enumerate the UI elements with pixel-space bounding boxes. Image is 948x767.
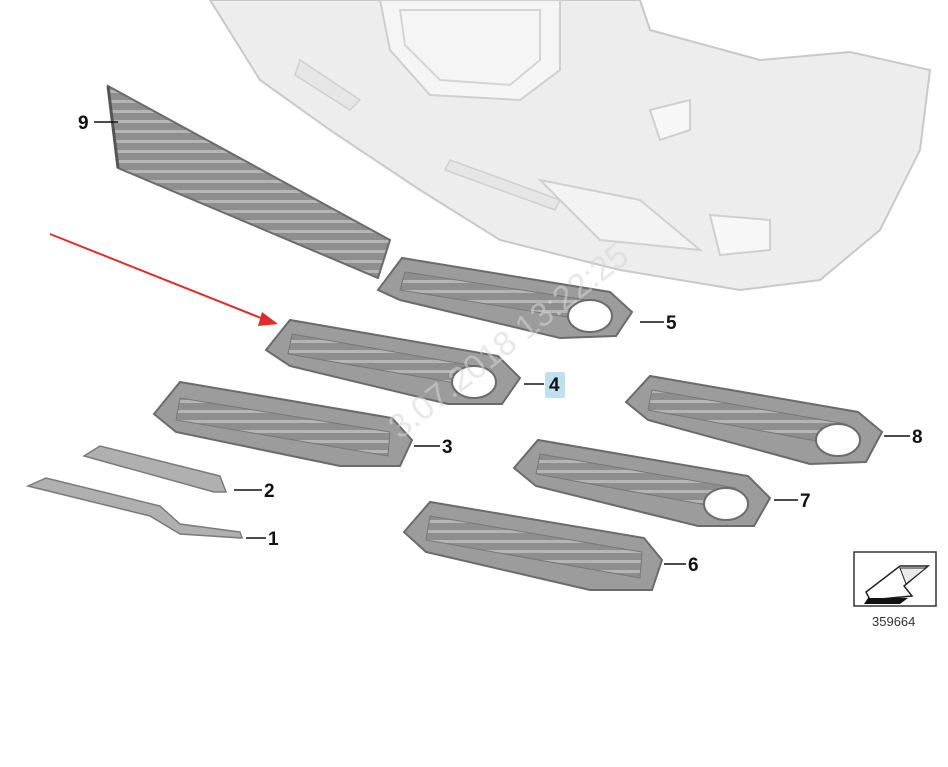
- part-trim-strip-1[interactable]: [25, 477, 244, 539]
- part-grille-trim-6[interactable]: [402, 500, 664, 591]
- part-grille-trim-7[interactable]: [512, 438, 772, 527]
- part-grille-trim-3[interactable]: [152, 380, 414, 467]
- leader-lines: [94, 121, 910, 565]
- callout-4[interactable]: 4: [549, 375, 560, 396]
- callout-8[interactable]: 8: [912, 427, 923, 448]
- callout-7[interactable]: 7: [800, 491, 811, 512]
- part-grille-trim-5[interactable]: [376, 256, 634, 340]
- part-grille-trim-8[interactable]: [624, 374, 884, 466]
- callout-5[interactable]: 5: [666, 313, 677, 334]
- front-bumper-illustration: [208, 0, 932, 292]
- callout-2[interactable]: 2: [264, 481, 275, 502]
- callout-1[interactable]: 1: [268, 529, 279, 550]
- callout-3[interactable]: 3: [442, 437, 453, 458]
- diagram-id: 359664: [872, 614, 915, 629]
- callout-labels: 9 5 4 3 8 7 6 2 1: [78, 113, 923, 576]
- part-trim-strip-2[interactable]: [82, 445, 228, 493]
- pointer-arrow: [49, 233, 278, 326]
- callout-6[interactable]: 6: [688, 555, 699, 576]
- part-grille-trim-4[interactable]: [264, 318, 522, 405]
- highlight-box: [545, 372, 565, 398]
- part-center-grille[interactable]: [106, 84, 392, 280]
- callout-9[interactable]: 9: [78, 113, 89, 134]
- orientation-arrow-icon: [853, 551, 937, 607]
